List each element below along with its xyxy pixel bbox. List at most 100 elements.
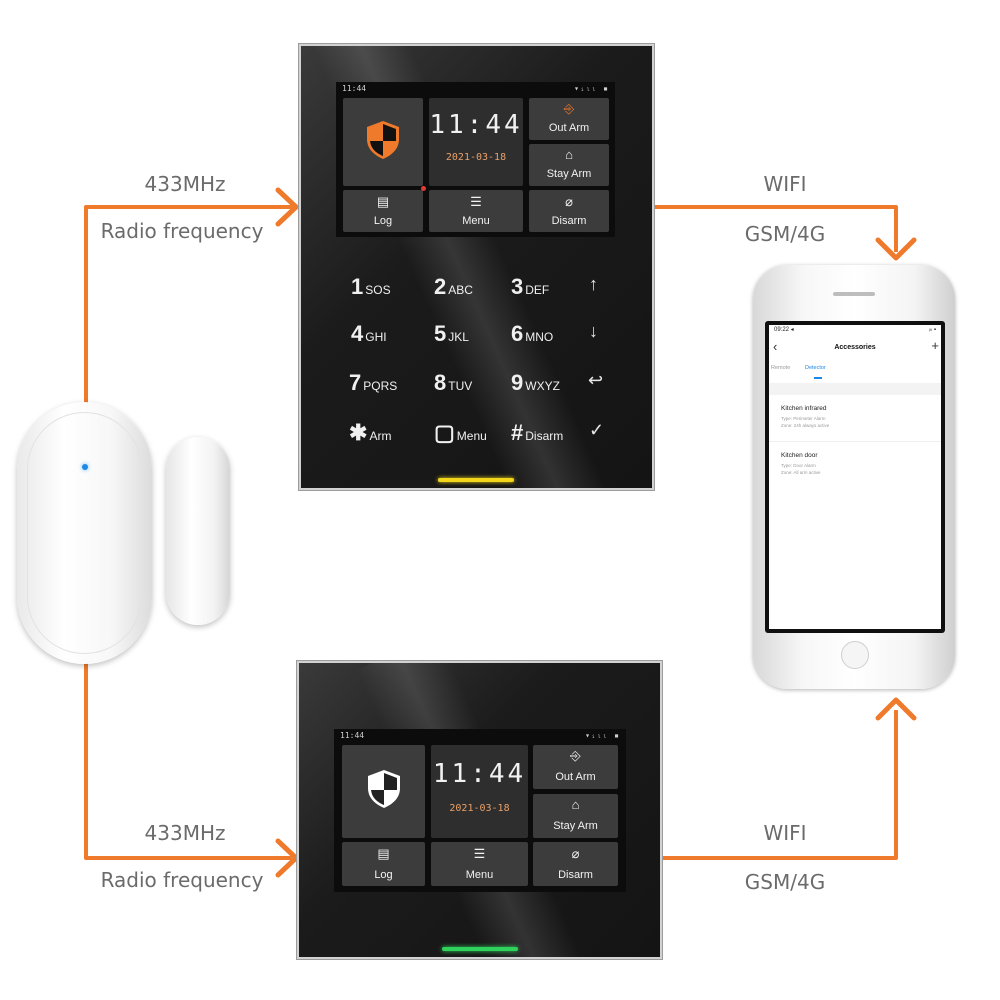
item-zone: Zone: All arm active <box>781 470 821 475</box>
app-title: Accessories <box>834 344 876 351</box>
tab-active-underline <box>814 377 822 379</box>
key-digit: 3 <box>511 274 524 299</box>
log-icon: ▤ <box>377 846 390 861</box>
menu-label: Menu <box>462 215 490 227</box>
out-arm-button[interactable]: ⎆ Out Arm <box>533 745 618 789</box>
key-letters: Disarm <box>525 429 564 443</box>
menu-icon: ☰ <box>470 194 482 209</box>
key-digit: # <box>511 420 524 445</box>
arrow-head-bottom-right <box>875 697 917 721</box>
log-label: Log <box>373 215 393 227</box>
back-icon[interactable]: ↩ <box>588 370 604 390</box>
phone-earpiece <box>833 292 875 296</box>
app-status-time: 09:22 ◂ <box>774 327 794 333</box>
check-icon[interactable]: ✓ <box>589 420 605 440</box>
key-letters: WXYZ <box>525 379 560 393</box>
bottom-left-freq-label: 433MHz <box>144 821 226 845</box>
menu-label: Menu <box>465 869 494 881</box>
arrow-head-top-left <box>275 187 299 227</box>
arrow-head-top-right <box>875 237 917 261</box>
wifi-signal-battery-icon: ▾ᵢₗₗ ▪ <box>574 84 609 93</box>
key-letters: Menu <box>456 429 487 443</box>
app-signal-battery-icon: ᵢₗₗ ▪ <box>929 327 936 333</box>
key-digit: 6 <box>511 321 524 346</box>
key-letters: Arm <box>369 429 392 443</box>
tab-detector[interactable]: Detector <box>805 365 826 371</box>
out-arm-button[interactable]: ⎆ Out Arm <box>529 98 609 140</box>
status-light-bar-green <box>442 947 518 951</box>
app-add-icon[interactable]: + <box>931 338 939 353</box>
notification-dot <box>421 186 426 191</box>
keypad-panel-screen: 11:44 ▾ᵢₗₗ ▪ 11:44 2021-03-18 ⎆ Out Arm … <box>336 82 615 237</box>
top-right-gsm-label: GSM/4G <box>744 222 826 246</box>
key-digit: 4 <box>351 321 364 346</box>
key-letters: ABC <box>448 283 473 297</box>
menu-button[interactable]: ☰ Menu <box>429 190 523 232</box>
item-zone: Zone: 24h always active <box>781 423 830 428</box>
status-bar: 11:44 ▾ᵢₗₗ ▪ <box>336 82 615 96</box>
bottom-left-rf-label: Radio frequency <box>100 868 264 892</box>
door-exit-icon: ⎆ <box>570 748 581 763</box>
stay-arm-button[interactable]: ⌂ Stay Arm <box>529 144 609 186</box>
list-item[interactable]: Kitchen door Type: Door Alarm Zone: All … <box>769 450 941 488</box>
status-time: 11:44 <box>340 731 365 740</box>
item-name: Kitchen infrared <box>781 405 827 412</box>
key-digit: 9 <box>511 370 524 395</box>
shield-tile[interactable] <box>343 98 423 186</box>
up-arrow-icon[interactable]: ↑ <box>589 274 598 294</box>
disarm-icon: ⌀ <box>565 194 573 209</box>
stay-arm-button[interactable]: ⌂ Stay Arm <box>533 794 618 838</box>
shield-icon <box>368 770 400 808</box>
status-time: 11:44 <box>342 84 367 93</box>
home-icon: ⌂ <box>565 147 573 162</box>
down-arrow-icon[interactable]: ↓ <box>589 321 598 341</box>
key-hash-disarm[interactable]: #Disarm <box>511 420 563 446</box>
stay-arm-label: Stay Arm <box>553 820 598 832</box>
key-0-menu[interactable]: ▢Menu <box>434 420 487 446</box>
keypad-alarm-panel: 11:44 ▾ᵢₗₗ ▪ 11:44 2021-03-18 ⎆ Out Arm … <box>299 44 654 490</box>
key-digit: 5 <box>434 321 447 346</box>
app-back-icon[interactable]: ‹ <box>773 339 778 354</box>
disarm-button[interactable]: ⌀ Disarm <box>529 190 609 232</box>
door-exit-icon: ⎆ <box>563 101 575 116</box>
accessories-app: 09:22 ◂ ᵢₗₗ ▪ ‹ Accessories + Remote Det… <box>769 325 941 629</box>
touch-alarm-panel: 11:44 ▾ᵢₗₗ ▪ 11:44 2021-03-18 ⎆ Out Arm … <box>297 661 662 959</box>
key-digit: 8 <box>434 370 447 395</box>
key-letters: DEF <box>525 283 550 297</box>
bottom-right-gsm-label: GSM/4G <box>744 870 826 894</box>
stay-arm-label: Stay Arm <box>546 168 592 180</box>
item-name: Kitchen door <box>781 452 818 459</box>
out-arm-label: Out Arm <box>555 771 596 783</box>
clock-date: 2021-03-18 <box>449 803 510 814</box>
top-left-freq-label: 433MHz <box>144 172 226 196</box>
key-letters: SOS <box>365 283 391 297</box>
disarm-icon: ⌀ <box>571 846 580 861</box>
log-button[interactable]: ▤ Log <box>343 186 426 232</box>
key-star-arm[interactable]: ✱Arm <box>349 420 391 446</box>
home-icon: ⌂ <box>571 797 580 812</box>
log-button[interactable]: ▤ Log <box>342 842 425 886</box>
key-digit: ✱ <box>349 420 368 445</box>
shield-tile[interactable] <box>342 745 425 838</box>
clock-tile: 11:44 2021-03-18 <box>431 745 528 838</box>
sensor-led-indicator <box>82 464 88 470</box>
key-digit: 7 <box>349 370 362 395</box>
key-digit: 1 <box>351 274 364 299</box>
door-sensor-body <box>17 402 152 664</box>
disarm-button[interactable]: ⌀ Disarm <box>533 842 618 886</box>
tab-remote[interactable]: Remote <box>771 365 791 371</box>
list-item[interactable]: Kitchen infrared Type: Perimeter Alarm Z… <box>769 403 941 442</box>
key-digit: ▢ <box>434 420 455 445</box>
menu-button[interactable]: ☰ Menu <box>431 842 528 886</box>
log-label: Log <box>374 869 393 881</box>
